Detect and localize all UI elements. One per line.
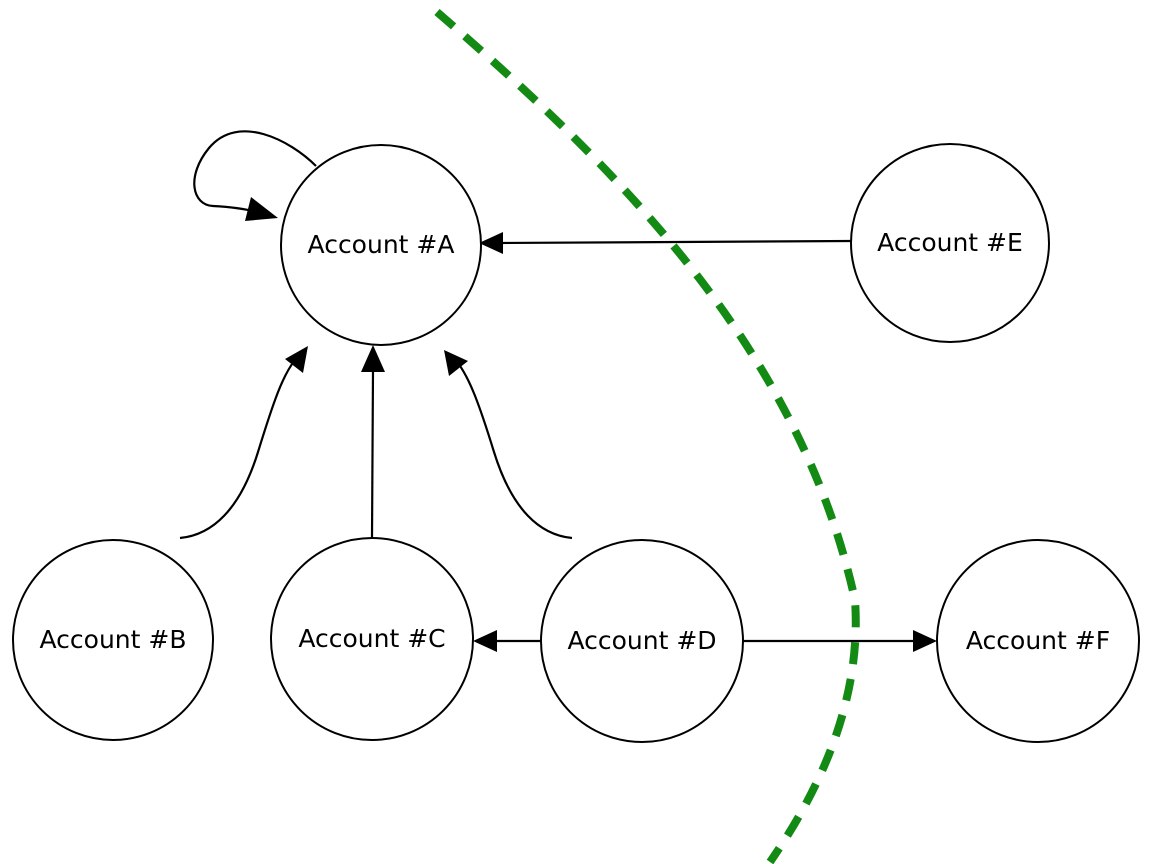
edge-d-to-f-arrowhead <box>913 630 937 652</box>
node-account-e-label: Account #E <box>877 228 1023 257</box>
edge-b-to-a <box>179 346 308 540</box>
edge-a-to-a-line <box>193 130 317 214</box>
edge-d-to-c-arrowhead <box>473 630 497 652</box>
node-account-d-circle[interactable] <box>540 539 744 743</box>
edge-c-to-a-arrowhead <box>361 345 385 372</box>
edge-d-to-f <box>743 630 937 652</box>
trust-boundary-dashed-curve <box>434 8 860 864</box>
edge-e-to-a-line <box>499 239 852 245</box>
node-account-e-circle[interactable] <box>850 143 1050 343</box>
edge-b-to-a-line <box>179 359 296 540</box>
edge-a-to-a-arrowhead <box>245 197 278 221</box>
node-account-b[interactable]: Account #B <box>12 539 214 741</box>
node-account-d-label: Account #D <box>567 626 716 655</box>
edge-e-to-a <box>479 232 852 254</box>
node-account-f[interactable]: Account #F <box>936 539 1140 743</box>
node-account-c-circle[interactable] <box>270 537 474 741</box>
edge-d-to-a <box>444 350 573 540</box>
edge-b-to-a-arrowhead <box>285 346 308 373</box>
edge-c-to-a-line <box>370 369 375 539</box>
node-account-a[interactable]: Account #A <box>280 144 482 346</box>
edge-d-to-a-arrowhead <box>444 350 468 376</box>
node-account-b-label: Account #B <box>40 625 187 654</box>
edge-d-to-a-line <box>457 362 573 540</box>
node-account-c[interactable]: Account #C <box>270 537 474 741</box>
node-account-f-circle[interactable] <box>936 539 1140 743</box>
edge-c-to-a <box>361 345 385 539</box>
edge-a-to-a <box>193 130 317 221</box>
node-account-c-label: Account #C <box>298 624 445 653</box>
node-account-d[interactable]: Account #D <box>540 539 744 743</box>
node-account-a-label: Account #A <box>308 230 455 259</box>
node-account-f-label: Account #F <box>966 626 1110 655</box>
edge-d-to-c <box>473 630 541 652</box>
node-account-b-circle[interactable] <box>12 539 214 741</box>
node-account-e[interactable]: Account #E <box>850 143 1050 343</box>
edge-e-to-a-arrowhead <box>479 232 503 254</box>
node-account-a-circle[interactable] <box>280 144 482 346</box>
